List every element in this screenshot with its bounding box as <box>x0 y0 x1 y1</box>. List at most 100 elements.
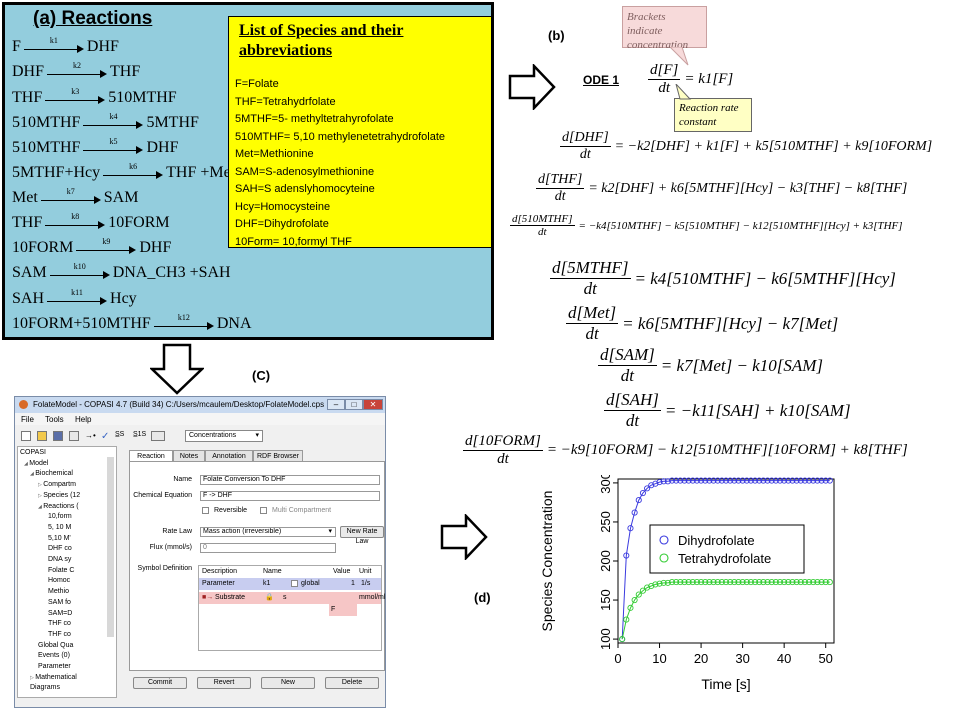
tree-node[interactable]: Parameter <box>38 663 71 670</box>
tree-node[interactable]: Events (0) <box>38 652 70 659</box>
reaction-arrow-icon: k1 <box>23 36 84 54</box>
tree-node[interactable]: ◢ Model <box>24 460 48 467</box>
reaction-lhs: SAM <box>12 264 47 281</box>
name-field[interactable]: Folate Conversion To DHF <box>200 475 380 485</box>
menu-file[interactable]: File <box>21 415 34 424</box>
tab-notes[interactable]: Notes <box>173 450 205 461</box>
collapse-icon[interactable]: ◢ <box>38 503 44 510</box>
data-point <box>752 477 759 484</box>
reaction-icon[interactable]: →• <box>85 431 96 440</box>
equation-rhs: = −k4[510MTHF] − k5[510MTHF] − k12[510MT… <box>578 219 903 232</box>
collapse-icon[interactable]: ◢ <box>24 460 30 467</box>
species-cell-value: F <box>331 606 336 613</box>
tree-node[interactable]: SAM fo <box>48 599 71 606</box>
table-row[interactable]: Parameter k1 global 1 1/s <box>199 578 381 590</box>
new-file-icon[interactable] <box>21 431 31 441</box>
tree-node[interactable]: 5, 10 M <box>48 524 71 531</box>
tree-node[interactable]: ▷ Mathematical <box>30 674 77 681</box>
save-icon[interactable] <box>53 431 63 441</box>
chemical-equation-field[interactable]: F -> DHF <box>200 491 380 501</box>
tree-node[interactable]: COPASI <box>20 449 46 456</box>
delete-button[interactable]: Delete <box>325 677 379 689</box>
tree-node-label: Compartm <box>43 481 76 489</box>
stoichiometry-icon[interactable]: S̲1S <box>133 431 147 438</box>
collapse-icon[interactable]: ◢ <box>30 471 36 478</box>
data-point <box>718 579 725 586</box>
tree-node[interactable]: Diagrams <box>30 684 60 691</box>
derivative-fraction: d[Met]dt <box>566 303 619 344</box>
tree-node-label: Parameter <box>38 663 71 670</box>
expand-icon[interactable]: ▷ <box>30 674 36 681</box>
data-point <box>623 552 630 559</box>
tree-node[interactable]: THF co <box>48 631 71 638</box>
tab-rdf-browser[interactable]: RDF Browser <box>253 450 303 461</box>
tree-node[interactable]: THF co <box>48 620 71 627</box>
reaction-form: Name Folate Conversion To DHF Chemical E… <box>129 461 385 671</box>
tree-node[interactable]: DHF co <box>48 545 72 552</box>
global-checkbox[interactable] <box>291 580 298 587</box>
tree-node[interactable]: ◢ Biochemical <box>30 470 73 477</box>
data-point <box>718 477 725 484</box>
tree-node[interactable]: Global Qua <box>38 642 73 649</box>
data-point <box>731 477 738 484</box>
derivative-fraction: d[5MTHF]dt <box>550 258 631 299</box>
new-rate-law-button[interactable]: New Rate Law <box>340 526 384 545</box>
commit-button[interactable]: Commit <box>133 677 187 689</box>
data-point <box>693 579 700 586</box>
quantity-type-select[interactable]: Concentrations ▾ <box>185 430 263 442</box>
check-icon[interactable]: ✓ <box>101 431 110 442</box>
menu-tools[interactable]: Tools <box>45 415 64 424</box>
reaction-lhs: 510MTHF <box>12 139 81 156</box>
reaction-lhs: THF <box>12 214 43 231</box>
reaction-rhs: DNA <box>216 315 252 332</box>
tree-node[interactable]: ◢ Reactions ( <box>38 503 79 510</box>
tree-node[interactable]: Methio <box>48 588 69 595</box>
tree-node[interactable]: 5,10 M' <box>48 535 71 542</box>
species-cell[interactable]: F <box>329 604 357 616</box>
legend-label: Dihydrofolate <box>678 533 755 548</box>
equation-rhs: = k4[510MTHF] − k6[5MTHF][Hcy] <box>634 268 896 288</box>
table-row[interactable]: ■→ Substrate 🔒 s mmol/ml <box>199 592 385 604</box>
rate-law-select[interactable]: Mass action (irreversible) ▾ <box>200 527 336 537</box>
open-folder-icon[interactable] <box>37 431 47 441</box>
tree-node[interactable]: DNA sy <box>48 556 71 563</box>
sbml-icon[interactable] <box>69 431 79 441</box>
expand-icon[interactable]: ▷ <box>38 482 44 489</box>
reaction-rhs: 10FORM <box>108 214 170 231</box>
data-point <box>710 579 717 586</box>
menu-help[interactable]: Help <box>75 415 92 424</box>
tree-node-label: DNA sy <box>48 556 72 563</box>
derivative-denominator: dt <box>579 147 591 162</box>
slider-icon[interactable] <box>151 431 165 441</box>
tree-node[interactable]: Homoc <box>48 577 70 584</box>
close-button[interactable]: ✕ <box>363 399 383 410</box>
data-point <box>806 477 813 484</box>
tree-scrollbar[interactable] <box>107 457 114 637</box>
revert-button[interactable]: Revert <box>197 677 251 689</box>
maximize-button[interactable]: □ <box>345 399 363 410</box>
new-button[interactable]: New <box>261 677 315 689</box>
data-point <box>764 579 771 586</box>
tree-node[interactable]: 10,form <box>48 513 72 520</box>
tab-reaction[interactable]: Reaction <box>129 450 173 461</box>
tree-node[interactable]: ▷ Species (12 <box>38 492 80 499</box>
reaction-rhs: SAM <box>103 189 139 206</box>
multi-compartment-checkbox[interactable] <box>260 507 267 514</box>
tree-node[interactable]: Folate C <box>48 567 74 574</box>
minimize-button[interactable]: – <box>327 399 345 410</box>
expand-icon[interactable]: ▷ <box>38 492 44 499</box>
data-point <box>735 579 742 586</box>
steady-state-icon[interactable]: S̲S <box>115 431 125 438</box>
tab-annotation[interactable]: Annotation <box>205 450 253 461</box>
reversible-checkbox[interactable] <box>202 507 209 514</box>
reaction-arrow-icon: k6 <box>103 162 164 180</box>
data-point <box>639 587 646 594</box>
tree-node[interactable]: SAM=D <box>48 610 72 617</box>
tree-node-label: Mathematical <box>35 673 77 681</box>
data-point <box>644 485 651 492</box>
window-titlebar[interactable]: FolateModel - COPASI 4.7 (Build 34) C:/U… <box>15 397 385 413</box>
tree-node[interactable]: ▷ Compartm <box>38 481 76 488</box>
